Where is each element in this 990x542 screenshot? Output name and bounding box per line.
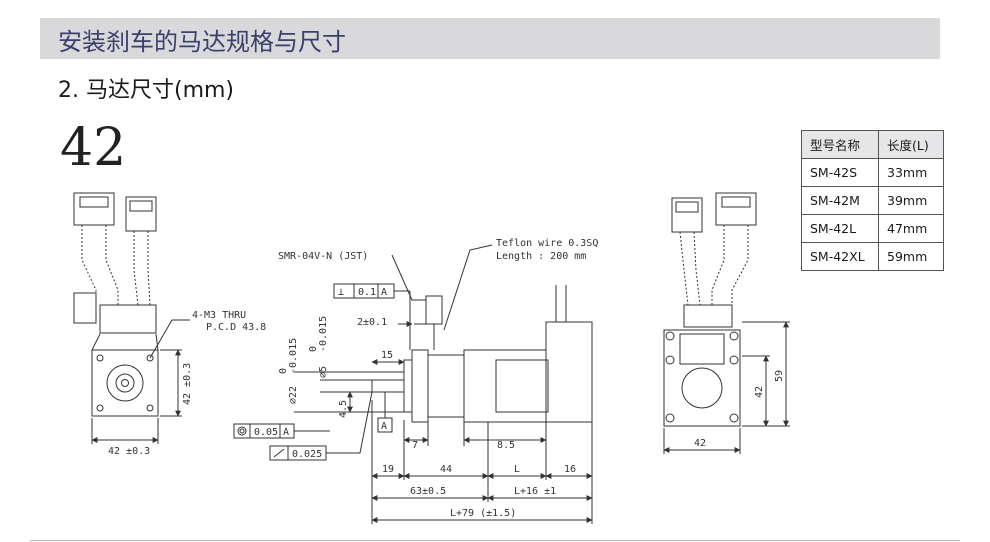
label-rear-width: 42 (694, 438, 706, 449)
label-concentricity-tol: 0.05 (254, 427, 278, 438)
length-spec-table: 型号名称 长度(L) SM-42S 33mm SM-42M 39mm SM-42… (801, 130, 944, 271)
table-header-model: 型号名称 (801, 130, 879, 159)
label-mount-holes: 4-M3 THRU (192, 310, 246, 321)
section-title: 安装刹车的马达规格与尺寸 (58, 28, 346, 56)
front-connector-right (125, 196, 157, 232)
table-cell-length: 47mm (878, 214, 944, 243)
label-dim-l79: L+79 (±1.5) (450, 508, 516, 519)
rear-connector-left (671, 197, 703, 233)
label-perpendicularity-tol: 0.1 (358, 287, 376, 298)
label-dim-19: 19 (382, 464, 394, 475)
front-connector-left (73, 192, 115, 226)
label-pilot-diameter: ⌀22 (288, 386, 299, 404)
label-concentricity-datum: A (283, 427, 289, 438)
motor-frame-size: 42 (60, 118, 127, 178)
label-runout-tol: 0.025 (292, 449, 322, 460)
footer-divider (30, 540, 960, 541)
label-rear-height-59: 59 (774, 370, 785, 382)
side-connector (425, 295, 443, 325)
table-row: SM-42XL 59mm (801, 242, 944, 271)
label-shaft-tol-upper: 0 (308, 346, 319, 352)
label-front-width: 42 ±0.3 (108, 446, 150, 457)
table-cell-length: 59mm (878, 242, 944, 271)
label-dim-7: 7 (412, 440, 418, 451)
table-cell-model: SM-42L (801, 214, 879, 243)
label-dim-l: L (514, 464, 520, 475)
table-cell-model: SM-42M (801, 186, 879, 215)
table-cell-model: SM-42XL (801, 242, 879, 271)
front-motor-face (91, 349, 159, 417)
side-motor-body (463, 349, 547, 423)
table-row: SM-42S 33mm (801, 158, 944, 187)
label-wire-type: Teflon wire 0.3SQ (496, 238, 598, 249)
label-shaft-diameter: ⌀5 (318, 366, 329, 378)
perpendicularity-symbol: ⊥ (338, 287, 344, 298)
label-connector-part: SMR-04V-N (JST) (278, 251, 368, 262)
label-wire-length: Length : 200 mm (496, 251, 586, 262)
section-banner (40, 18, 940, 59)
label-shaft-length: 15 (381, 350, 393, 361)
table-cell-length: 39mm (878, 186, 944, 215)
side-brake (427, 354, 465, 418)
rear-connector-right (715, 192, 757, 226)
label-front-height: 42 ±0.3 (182, 363, 193, 405)
rear-view (663, 192, 790, 454)
front-view (73, 192, 190, 444)
label-dim-44: 44 (440, 464, 452, 475)
label-flat-depth: 4.5 (338, 400, 349, 418)
label-datum-ref: A (381, 287, 387, 298)
label-dim-l16: L+16 ±1 (514, 486, 556, 497)
side-view (233, 244, 593, 524)
front-connector-side (73, 292, 97, 324)
label-rear-height-42: 42 (754, 386, 765, 398)
label-flange-thickness: 2±0.1 (357, 317, 387, 328)
table-header-length: 长度(L) (878, 130, 944, 159)
label-pilot-tol-upper: 0 (278, 368, 289, 374)
side-shaft (371, 379, 405, 393)
label-dim-8-5: 8.5 (497, 440, 515, 451)
table-header-row: 型号名称 长度(L) (801, 130, 944, 159)
label-pcd: P.C.D 43.8 (206, 322, 266, 333)
label-pilot-tol-lower: -0.015 (288, 338, 299, 374)
table-cell-length: 33mm (878, 158, 944, 187)
label-dim-16: 16 (564, 464, 576, 475)
side-rear-cap (545, 321, 593, 423)
label-dim-63: 63±0.5 (410, 486, 446, 497)
table-row: SM-42M 39mm (801, 186, 944, 215)
rear-motor-face (663, 329, 741, 427)
label-datum-box: A (381, 421, 387, 432)
subsection-title: 2. 马达尺寸(mm) (58, 78, 235, 103)
table-row: SM-42L 47mm (801, 214, 944, 243)
label-shaft-tol-lower: -0.015 (318, 316, 329, 352)
